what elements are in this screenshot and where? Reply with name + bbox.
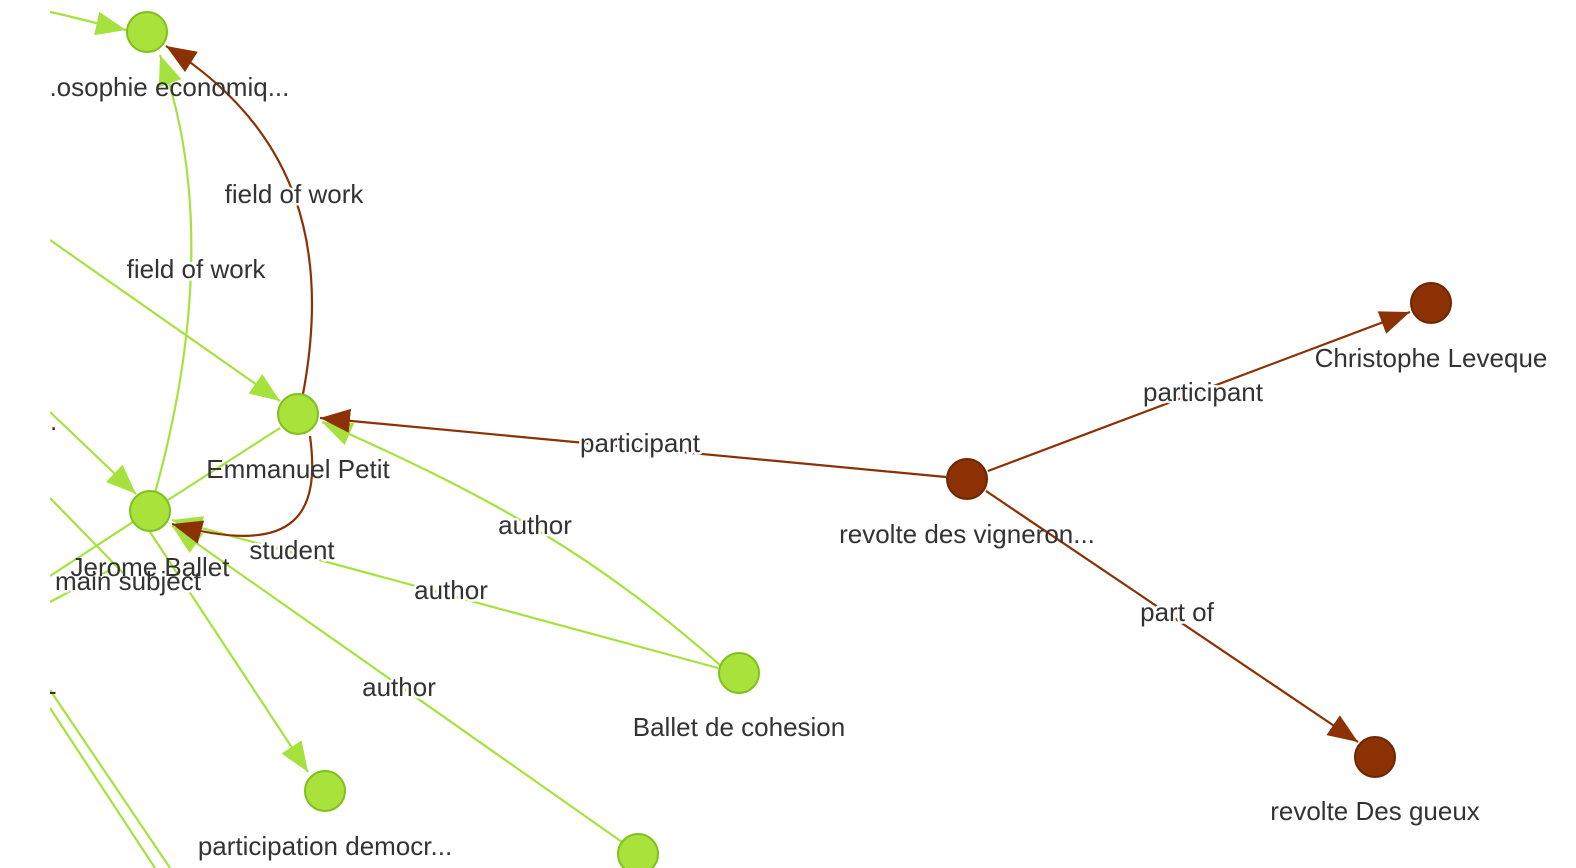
edge-jerome-emmanuel-link[interactable]: [167, 427, 281, 501]
edge-emmanuel-to-philosophie[interactable]: [165, 45, 314, 395]
edge-jerome-offscreen-main-subject[interactable]: [49, 519, 137, 577]
edge-label-author-ballet-emmanuel: author: [498, 510, 572, 540]
node-philosophie[interactable]: [126, 11, 168, 53]
edge-label-field-of-work-emmanuel: field of work: [225, 179, 365, 209]
edge-emmanuel-to-jerome[interactable]: [171, 435, 314, 544]
left-edge-mask: [0, 0, 50, 868]
edge-labels: field of work field of work participant …: [53, 177, 1267, 705]
edges-brown: [165, 45, 1411, 743]
edge-offscreen-b[interactable]: [49, 569, 111, 603]
node-label-christophe-leveque: Christophe Leveque: [1315, 343, 1548, 373]
edges-green: [49, 10, 721, 868]
node-label-jerome-ballet: Jerome Ballet: [71, 552, 231, 582]
edge-label-participant-christophe: participant: [1143, 377, 1264, 407]
node-label-ballet-de-cohesion: Ballet de cohesion: [633, 712, 845, 742]
node-emmanuel-petit[interactable]: [277, 393, 319, 435]
edge-label-participant-emmanuel: participant: [580, 428, 701, 458]
edge-revolte-to-emmanuel[interactable]: [319, 408, 947, 479]
edge-offscreen-to-jerome[interactable]: [49, 411, 137, 495]
node-label-revolte-des-vignerons: revolte des vigneron...: [839, 519, 1095, 549]
edge-offscreen-to-emmanuel[interactable]: [49, 239, 281, 402]
node-labels: ...osophie economiq... Emmanuel Petit Je…: [35, 72, 1547, 861]
edge-ballet-to-emmanuel[interactable]: [321, 420, 721, 666]
node-label-emmanuel-petit: Emmanuel Petit: [206, 454, 390, 484]
node-jerome-ballet[interactable]: [129, 490, 171, 532]
node-participation-democr[interactable]: [304, 770, 346, 812]
edge-jerome-to-philosophie[interactable]: [153, 54, 193, 494]
node-ballet-de-cohesion[interactable]: [718, 652, 760, 694]
edge-label-author-ballet-jerome: author: [414, 575, 488, 605]
edge-offscreen-d[interactable]: [49, 707, 156, 868]
node-label-revolte-des-gueux: revolte Des gueux: [1270, 796, 1480, 826]
edge-bottom-to-jerome[interactable]: [171, 525, 623, 843]
edge-label-author-bottom-jerome: author: [362, 672, 436, 702]
node-label-offscreen-dot: .: [50, 406, 57, 436]
node-bottom-unlabeled[interactable]: [617, 833, 659, 868]
edge-jerome-to-participation[interactable]: [149, 531, 309, 773]
edge-revolte-to-christophe[interactable]: [987, 310, 1411, 473]
node-revolte-des-vignerons[interactable]: [946, 458, 988, 500]
nodes: [126, 11, 1452, 868]
edge-label-student: student: [249, 535, 335, 565]
node-revolte-des-gueux[interactable]: [1354, 736, 1396, 778]
edge-label-field-of-work-jerome: field of work: [127, 254, 267, 284]
edge-offscreen-a[interactable]: [49, 497, 131, 581]
node-label-participation-democr: participation democr...: [198, 831, 452, 861]
edge-ballet-to-jerome[interactable]: [171, 516, 719, 670]
edge-label-part-of: part of: [1140, 597, 1214, 627]
edge-offscreen-c[interactable]: [49, 689, 171, 868]
edge-revolte-to-gueux[interactable]: [985, 490, 1359, 743]
edge-offscreen-to-philosophie[interactable]: [49, 10, 127, 36]
node-christophe-leveque[interactable]: [1410, 282, 1452, 324]
edge-label-main-subject: main subject: [55, 566, 202, 596]
node-label-offscreen-dash: -: [48, 676, 57, 706]
node-label-philosophie: ...osophie economiq...: [35, 72, 289, 102]
